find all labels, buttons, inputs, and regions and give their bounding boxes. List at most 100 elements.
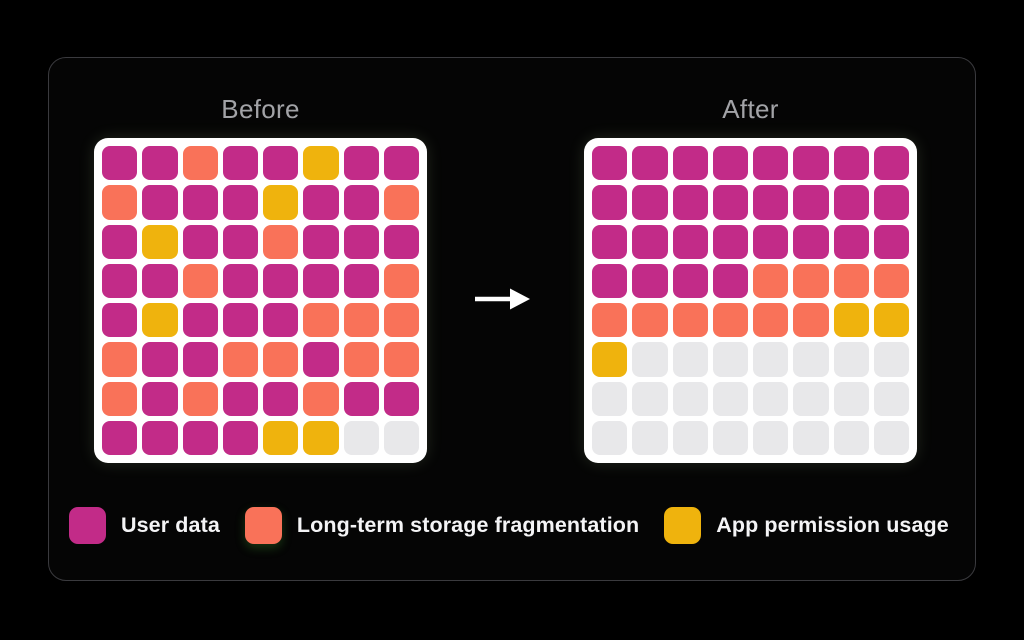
grid-cell-fragmentation — [833, 263, 869, 298]
grid-cell-user-data — [102, 303, 138, 338]
grid-cell-fragmentation — [753, 303, 789, 338]
grid-cell-fragmentation — [182, 381, 218, 416]
after-title: After — [722, 94, 779, 124]
grid-cell-fragmentation — [102, 381, 138, 416]
grid-cell-user-data — [102, 146, 138, 181]
grid-cell-user-data — [793, 146, 829, 181]
grid-cell-user-data — [182, 224, 218, 259]
grid-cell-user-data — [672, 263, 708, 298]
grid-cell-user-data — [263, 381, 299, 416]
grid-cell-user-data — [592, 263, 628, 298]
grid-cell-user-data — [592, 224, 628, 259]
grid-cell-user-data — [263, 263, 299, 298]
grid-cell-user-data — [142, 420, 178, 455]
grid-cell-user-data — [182, 342, 218, 377]
grid-cell-empty — [793, 381, 829, 416]
grid-cell-empty — [632, 342, 668, 377]
grid-cell-empty — [383, 420, 419, 455]
grid-cell-user-data — [712, 224, 748, 259]
grid-cell-user-data — [383, 146, 419, 181]
grid-cell-user-data — [222, 263, 258, 298]
grid-cell-fragmentation — [592, 303, 628, 338]
grid-cell-user-data — [632, 263, 668, 298]
grid-cell-user-data — [632, 146, 668, 181]
grid-cell-fragmentation — [102, 342, 138, 377]
grid-cell-user-data — [303, 263, 339, 298]
grid-cell-user-data — [343, 146, 379, 181]
after-grid — [584, 138, 917, 463]
grid-cell-user-data — [753, 146, 789, 181]
grid-cell-permission — [142, 303, 178, 338]
grid-cell-user-data — [343, 263, 379, 298]
grid-cell-user-data — [632, 224, 668, 259]
grid-cell-fragmentation — [343, 303, 379, 338]
grid-cell-permission — [833, 303, 869, 338]
grid-cell-fragmentation — [753, 263, 789, 298]
legend-swatch-permission-icon — [664, 506, 702, 544]
grid-cell-user-data — [222, 381, 258, 416]
grid-cell-fragmentation — [672, 303, 708, 338]
grid-cell-empty — [753, 420, 789, 455]
grid-cell-empty — [632, 381, 668, 416]
grid-cell-fragmentation — [303, 381, 339, 416]
grid-cell-empty — [592, 381, 628, 416]
grid-cell-empty — [873, 381, 909, 416]
grid-cell-empty — [712, 420, 748, 455]
grid-cell-empty — [873, 420, 909, 455]
grid-cell-fragmentation — [383, 185, 419, 220]
grid-cell-fragmentation — [263, 224, 299, 259]
grid-cell-fragmentation — [632, 303, 668, 338]
grid-cell-permission — [873, 303, 909, 338]
grid-cell-user-data — [182, 303, 218, 338]
grid-cell-user-data — [712, 185, 748, 220]
grid-cell-user-data — [383, 381, 419, 416]
legend-label: App permission usage — [716, 512, 949, 537]
grid-cell-empty — [753, 381, 789, 416]
grid-cell-user-data — [263, 303, 299, 338]
grid-cell-fragmentation — [793, 303, 829, 338]
grid-cell-empty — [793, 342, 829, 377]
grid-cell-user-data — [222, 185, 258, 220]
before-grid — [94, 138, 427, 463]
grid-cell-empty — [672, 420, 708, 455]
grid-cell-empty — [632, 420, 668, 455]
legend-label: Long-term storage fragmentation — [296, 512, 640, 537]
grid-cell-fragmentation — [182, 263, 218, 298]
grid-cell-user-data — [672, 224, 708, 259]
grid-cell-fragmentation — [383, 342, 419, 377]
grid-cell-user-data — [102, 420, 138, 455]
grid-cell-user-data — [303, 342, 339, 377]
grid-cell-user-data — [182, 185, 218, 220]
grid-cell-empty — [672, 342, 708, 377]
grid-cell-permission — [303, 146, 339, 181]
grid-cell-user-data — [222, 224, 258, 259]
grid-cell-fragmentation — [102, 185, 138, 220]
grid-cell-fragmentation — [383, 303, 419, 338]
grid-cell-fragmentation — [263, 342, 299, 377]
grid-cell-user-data — [592, 146, 628, 181]
grid-cell-user-data — [102, 263, 138, 298]
grid-cell-user-data — [592, 185, 628, 220]
grid-cell-user-data — [222, 303, 258, 338]
grid-cell-user-data — [182, 420, 218, 455]
grid-cell-user-data — [222, 146, 258, 181]
grid-cell-empty — [712, 342, 748, 377]
grid-cell-permission — [592, 342, 628, 377]
before-title: Before — [221, 94, 300, 124]
grid-cell-fragmentation — [222, 342, 258, 377]
grid-cell-fragmentation — [182, 146, 218, 181]
grid-cell-empty — [793, 420, 829, 455]
grid-cell-empty — [833, 420, 869, 455]
grid-cell-permission — [303, 420, 339, 455]
grid-cell-fragmentation — [383, 263, 419, 298]
grid-cell-empty — [592, 420, 628, 455]
grid-cell-user-data — [833, 224, 869, 259]
grid-cell-user-data — [793, 224, 829, 259]
grid-cell-user-data — [672, 185, 708, 220]
grid-cell-permission — [142, 224, 178, 259]
grid-cell-empty — [833, 381, 869, 416]
grid-cell-user-data — [753, 185, 789, 220]
